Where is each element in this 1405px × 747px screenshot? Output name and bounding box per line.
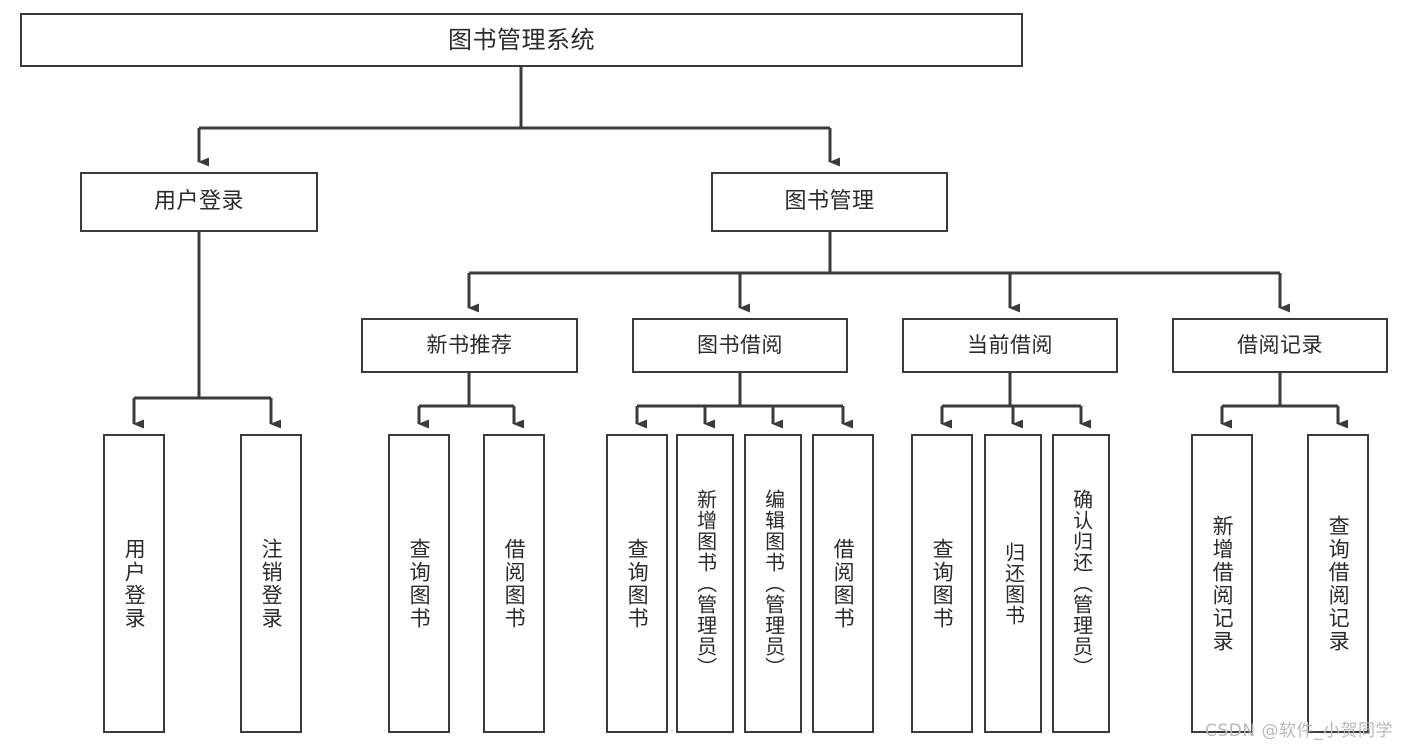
edges-newbook-to-leaves <box>417 373 524 429</box>
node-label: 用户登录 <box>153 189 244 215</box>
edges-bookborrow-to-leaves <box>635 373 853 429</box>
node-label: 查询图书 <box>625 537 650 630</box>
node-label: 查询借阅记录 <box>1326 514 1351 653</box>
node-label: 用户登录 <box>122 537 147 630</box>
node-label: 编辑图书（管理员） <box>761 489 786 678</box>
node-label: 借阅图书 <box>502 537 527 630</box>
leaf-query-book-borrow[interactable]: 查询图书 <box>606 434 668 733</box>
node-label: 查询图书 <box>930 537 955 630</box>
node-label: 归还图书 <box>1001 541 1026 626</box>
edges-root-to-level1 <box>197 67 840 167</box>
leaf-query-book-recommend[interactable]: 查询图书 <box>388 434 450 733</box>
node-label: 确认归还（管理员） <box>1069 489 1094 678</box>
edges-userlogin-to-leaves <box>132 232 281 429</box>
leaf-user-logout[interactable]: 注销登录 <box>240 434 302 733</box>
edges-currentborrow-to-leaves <box>940 373 1091 429</box>
node-label: 当前借阅 <box>967 333 1053 358</box>
node-label: 注销登录 <box>259 537 284 630</box>
leaf-query-borrow-record[interactable]: 查询借阅记录 <box>1307 434 1369 733</box>
leaf-borrow-book[interactable]: 借阅图书 <box>812 434 874 733</box>
node-current-borrow[interactable]: 当前借阅 <box>902 318 1118 373</box>
leaf-edit-book-admin[interactable]: 编辑图书（管理员） <box>744 434 802 733</box>
edges-borrowrecord-to-leaves <box>1220 373 1348 429</box>
node-label: 借阅记录 <box>1237 333 1323 358</box>
leaf-add-book-admin[interactable]: 新增图书（管理员） <box>676 434 734 733</box>
node-label: 新增图书（管理员） <box>693 489 718 678</box>
leaf-borrow-book-recommend[interactable]: 借阅图书 <box>483 434 545 733</box>
node-label: 新增借阅记录 <box>1210 514 1235 653</box>
node-label: 新书推荐 <box>426 333 513 358</box>
edges-bookmanage-to-level2 <box>467 232 1290 313</box>
leaf-add-borrow-record[interactable]: 新增借阅记录 <box>1191 434 1253 733</box>
node-label: 借阅图书 <box>831 537 856 630</box>
node-book-borrow[interactable]: 图书借阅 <box>632 318 848 373</box>
watermark-text: CSDN @软件_小贺同学 <box>1205 721 1393 741</box>
leaf-query-book-current[interactable]: 查询图书 <box>911 434 973 733</box>
node-root-system[interactable]: 图书管理系统 <box>20 13 1023 67</box>
leaf-user-login[interactable]: 用户登录 <box>103 434 165 733</box>
node-label: 图书借阅 <box>697 333 783 358</box>
node-label: 查询图书 <box>407 537 432 630</box>
node-label: 图书管理系统 <box>448 25 595 54</box>
node-user-login[interactable]: 用户登录 <box>80 172 318 232</box>
leaf-return-book[interactable]: 归还图书 <box>984 434 1042 733</box>
node-label: 图书管理 <box>784 189 875 215</box>
node-book-manage[interactable]: 图书管理 <box>711 172 948 232</box>
node-borrow-record[interactable]: 借阅记录 <box>1172 318 1388 373</box>
leaf-confirm-return-admin[interactable]: 确认归还（管理员） <box>1052 434 1110 733</box>
node-new-book-recommend[interactable]: 新书推荐 <box>361 318 578 373</box>
